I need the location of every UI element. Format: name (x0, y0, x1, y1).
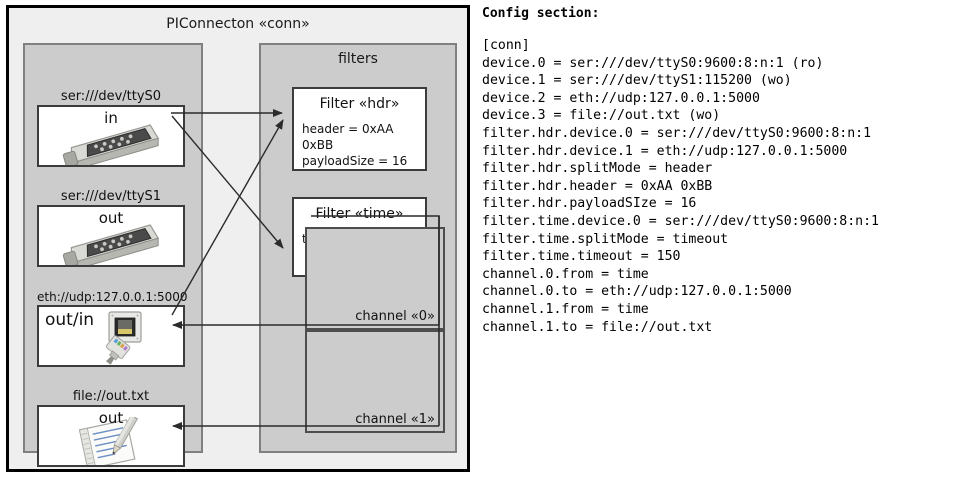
device-file-out[interactable]: file://out.txt out (37, 389, 185, 467)
config-line: filter.time.splitMode = timeout (482, 231, 729, 247)
config-line: filter.time.device.0 = ser:///dev/ttyS0:… (482, 213, 879, 229)
filter-property: header = 0xAA 0xBB (302, 122, 394, 152)
config-line: filter.hdr.splitMode = header (482, 161, 713, 177)
serial-port-icon (62, 124, 160, 165)
diagram-title: PIConnecton «conn» (166, 16, 310, 32)
device-direction-label: out (98, 209, 124, 227)
filters-panel-title: filters (338, 51, 378, 67)
device-ser-ttys1[interactable]: ser:///dev/ttyS1 out (37, 189, 185, 267)
config-line: device.2 = eth://udp:127.0.0.1:5000 (482, 90, 760, 106)
filters-panel: filters Filter «hdr» header = 0xAA 0xBB … (259, 43, 457, 453)
serial-port-icon (62, 224, 160, 265)
device-caption: file://out.txt (72, 389, 150, 404)
filter-properties: header = 0xAA 0xBB payloadSize = 16 (302, 121, 425, 169)
config-line: channel.1.to = file://out.txt (482, 319, 713, 335)
channel-label: channel «1» (355, 412, 435, 427)
device-caption: eth://udp:127.0.0.1:5000 (37, 290, 188, 304)
config-line: filter.hdr.device.1 = eth://udp:127.0.0.… (482, 143, 848, 159)
config-line: filter.hdr.header = 0xAA 0xBB (482, 178, 713, 194)
device-box[interactable]: out/in (37, 305, 185, 367)
connector-diagram: PIConnecton «conn» ser:///dev/ttyS0 in (6, 5, 470, 472)
filter-title: Filter «time» (315, 206, 404, 222)
channel-1-box[interactable]: channel «1» (305, 330, 445, 433)
device-caption: ser:///dev/ttyS0 (60, 89, 162, 104)
channel-0-box[interactable]: channel «0» (305, 227, 445, 330)
config-line: channel.0.from = time (482, 266, 649, 282)
config-line: device.3 = file://out.txt (wo) (482, 108, 721, 124)
device-eth-udp[interactable]: eth://udp:127.0.0.1:5000 out/in (37, 289, 188, 367)
config-heading: Config section: (482, 6, 600, 21)
device-direction-label: in (104, 109, 118, 127)
text-file-icon (78, 417, 139, 465)
config-lines: [conn] device.0 = ser:///dev/ttyS0:9600:8… (482, 37, 960, 336)
config-line: filter.hdr.payloadSIze = 16 (482, 196, 697, 212)
config-line: channel.0.to = eth://udp:127.0.0.1:5000 (482, 284, 792, 300)
device-box[interactable]: out (37, 405, 185, 467)
config-line: channel.1.from = time (482, 301, 649, 317)
devices-panel: ser:///dev/ttyS0 in (23, 43, 203, 467)
config-line: filter.time.timeout = 150 (482, 249, 681, 265)
device-box[interactable]: out (37, 205, 185, 267)
filter-hdr-box[interactable]: Filter «hdr» header = 0xAA 0xBB payloadS… (292, 87, 427, 171)
filter-property: payloadSize = 16 (302, 154, 408, 168)
device-ser-ttys0[interactable]: ser:///dev/ttyS0 in (37, 89, 185, 167)
config-section: Config section: [conn] device.0 = ser:///… (482, 6, 960, 336)
device-direction-label: out (98, 409, 124, 427)
filter-title: Filter «hdr» (319, 96, 400, 112)
device-direction-label: out/in (45, 310, 95, 330)
device-caption: ser:///dev/ttyS1 (60, 189, 162, 204)
ethernet-jack-icon (105, 311, 142, 365)
config-line: device.1 = ser:///dev/ttyS1:115200 (wo) (482, 73, 792, 89)
config-line: filter.hdr.device.0 = ser:///dev/ttyS0:9… (482, 125, 872, 141)
device-box[interactable]: in (37, 105, 185, 167)
config-line: device.0 = ser:///dev/ttyS0:9600:8:n:1 (… (482, 55, 824, 71)
config-line: [conn] (482, 38, 530, 53)
channel-label: channel «0» (355, 309, 435, 324)
